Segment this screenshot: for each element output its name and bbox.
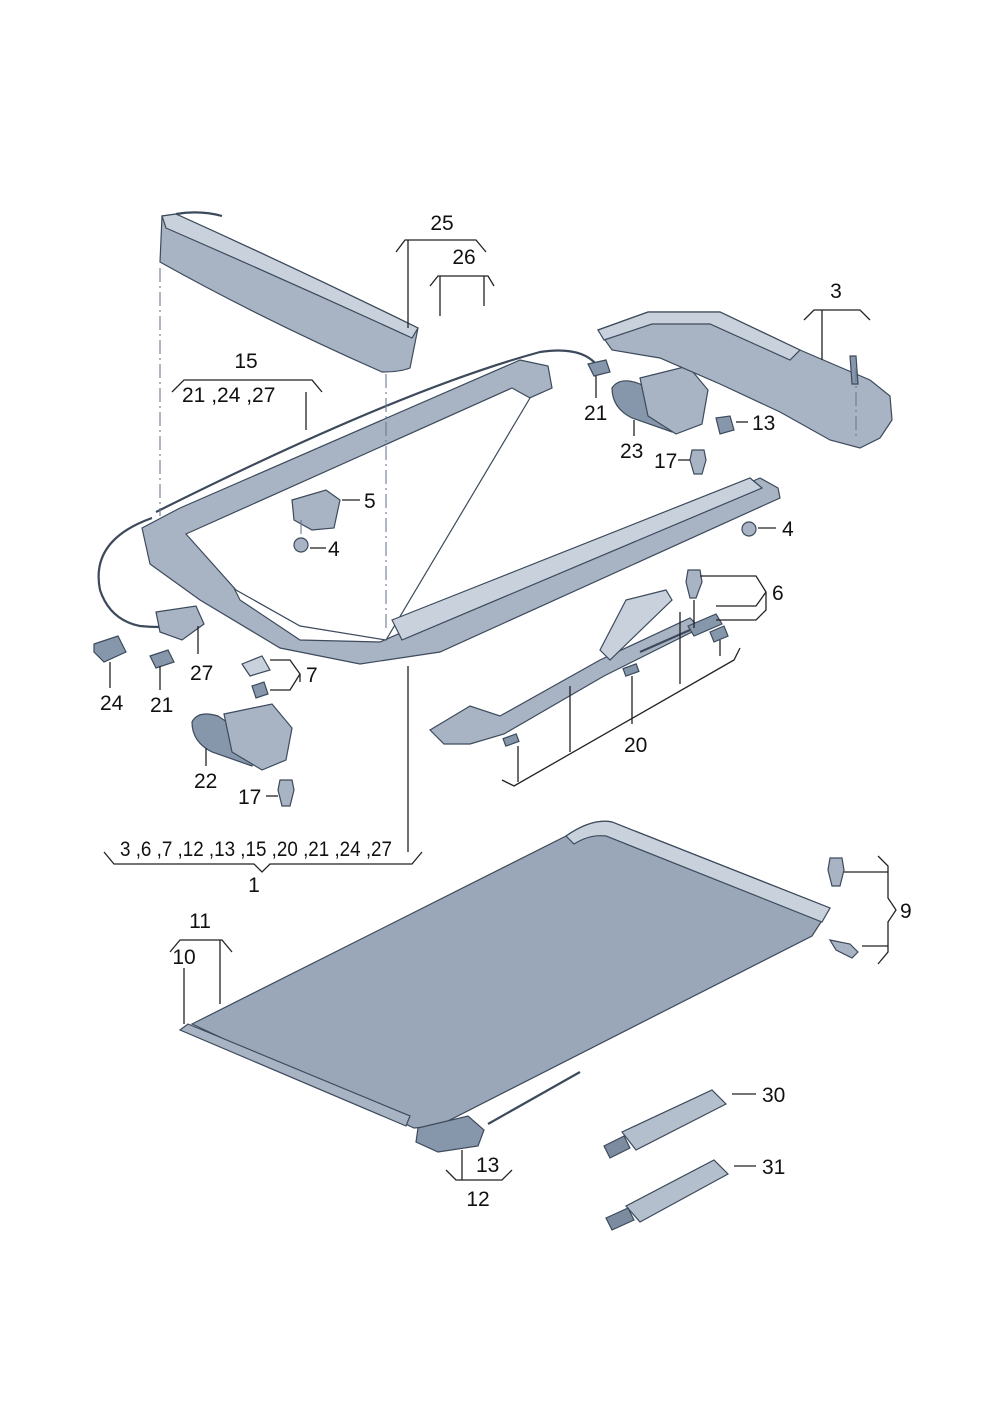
nut-4-right-part: [741, 521, 757, 537]
label-27: 27: [190, 662, 213, 685]
clip-7-part: [241, 655, 271, 699]
motor-23-part: [611, 365, 709, 435]
label-25: 25: [430, 212, 453, 235]
label-21-left: 21: [150, 694, 173, 717]
screw-17-top-part: [689, 449, 707, 475]
label-15: 15: [234, 350, 257, 373]
label-21-top: 21: [584, 402, 607, 425]
leader-26: [429, 275, 495, 316]
leader-1: [103, 666, 423, 873]
leader-9: [844, 855, 897, 965]
leader-25: [395, 239, 487, 328]
label-26: 26: [452, 246, 475, 269]
label-31: 31: [762, 1156, 785, 1179]
label-6: 6: [772, 582, 784, 605]
label-24: 24: [100, 692, 124, 715]
grease-tube-30-part: [603, 1089, 728, 1159]
leader-11: [169, 939, 233, 1004]
screw-9-bottom-part: [828, 939, 859, 959]
label-1: 1: [248, 874, 260, 897]
connector-24-part: [93, 635, 127, 663]
handle-12-part: [415, 1071, 581, 1153]
bracket-5-part: [291, 489, 341, 531]
screw-17-bottom-part: [277, 779, 295, 807]
sunroof-frame-part: [141, 359, 781, 665]
pin-20-b-part: [502, 733, 520, 747]
connector-27-part: [155, 605, 205, 641]
leader-12-13: [445, 1150, 513, 1181]
label-11: 11: [189, 910, 211, 933]
leader-15: [171, 379, 323, 430]
label-13-bottom: 13: [476, 1154, 499, 1177]
leader-6: [679, 575, 767, 684]
label-3: 3: [830, 280, 842, 303]
label-20: 20: [624, 734, 647, 757]
label-22: 22: [194, 770, 217, 793]
leader-7: [270, 659, 301, 691]
label-17-top: 17: [654, 450, 677, 473]
connector-21-top-part: [587, 359, 611, 377]
label-15-group: 21 ,24 ,27: [182, 384, 275, 407]
wind-deflector-part: [159, 211, 419, 373]
label-4-right: 4: [782, 518, 794, 541]
screw-9-top-part: [827, 857, 845, 887]
motor-22-part: [191, 703, 293, 771]
pin-20-a-part: [622, 663, 640, 677]
sun-blind-part: [190, 820, 831, 1129]
label-10: 10: [172, 946, 195, 969]
label-5: 5: [364, 490, 376, 513]
leader-3: [803, 309, 871, 360]
label-30: 30: [762, 1084, 785, 1107]
rear-cross-member-part: [597, 311, 893, 449]
grease-tube-31-part: [605, 1159, 729, 1231]
label-13-top: 13: [752, 412, 775, 435]
label-4-left: 4: [328, 538, 340, 561]
slider-6-part: [685, 569, 729, 643]
label-1-group: 3 ,6 ,7 ,12 ,13 ,15 ,20 ,21 ,24 ,27: [120, 838, 392, 861]
label-23: 23: [620, 440, 643, 463]
nut-4-left-part: [293, 537, 309, 553]
label-7: 7: [306, 664, 318, 687]
label-17-bottom: 17: [238, 786, 261, 809]
connector-21-left-part: [149, 649, 175, 669]
label-9: 9: [900, 900, 912, 923]
nut-13-top-part: [715, 415, 735, 435]
seal-strip-part: [178, 1023, 411, 1127]
leader-20: [501, 640, 741, 787]
label-12: 12: [466, 1188, 489, 1211]
